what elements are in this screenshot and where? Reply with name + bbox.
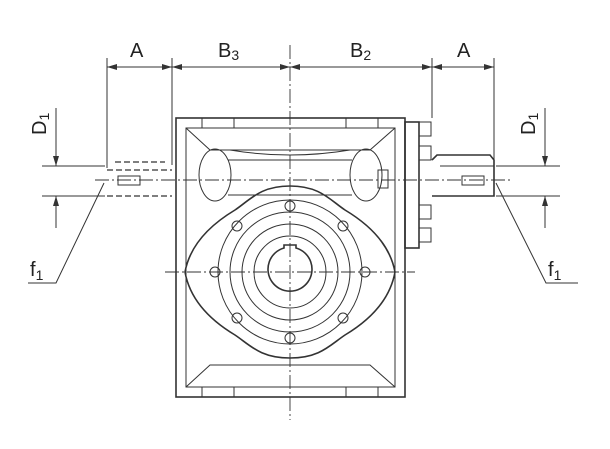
output-flange [165, 185, 415, 359]
bolt-holes [209, 200, 371, 344]
f1-leader-right: f1 [495, 182, 578, 284]
dim-label-a-right: A [457, 40, 471, 62]
svg-text:f1: f1 [548, 259, 562, 283]
f1-leader-left: f1 [28, 182, 105, 284]
svg-text:D1: D1 [518, 113, 541, 135]
d1-dimension-right: D1 [496, 108, 560, 228]
d1-dimension-left: D1 [29, 108, 105, 228]
extension-lines [106, 45, 495, 420]
keyway-bore [267, 244, 313, 292]
svg-text:f1: f1 [30, 259, 44, 283]
left-shaft-hidden [107, 161, 172, 197]
dim-label-b2: B2 [350, 40, 371, 63]
svg-text:D1: D1 [29, 113, 52, 135]
gearbox-housing [175, 117, 432, 398]
right-shaft [431, 154, 495, 197]
dim-label-a-left: A [130, 40, 144, 62]
dim-label-b3: B3 [218, 40, 239, 63]
